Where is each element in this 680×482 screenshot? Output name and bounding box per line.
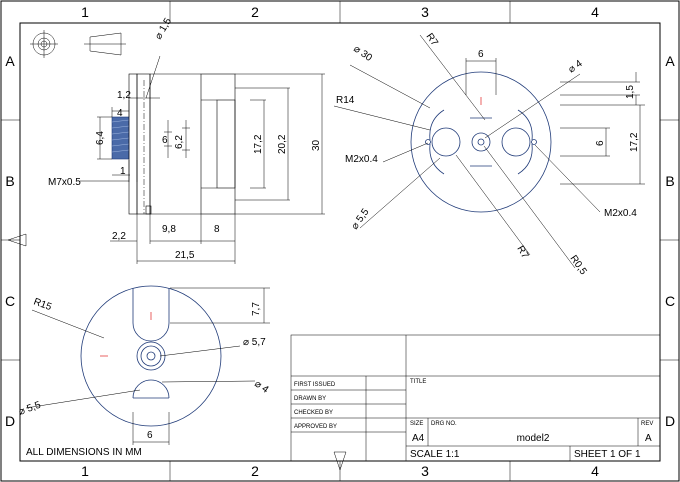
tb-checked-by: CHECKED BY — [294, 410, 333, 416]
dim-side-20-2: 20,2 — [277, 134, 288, 154]
zone-col-2-top: 2 — [251, 4, 259, 20]
dim-side-1: 1 — [120, 166, 126, 177]
dim-front-m2-left: M2x0.4 — [345, 154, 378, 165]
dim-side-6-4: 6,4 — [95, 131, 106, 145]
dim-front-m2-right: M2x0.4 — [604, 208, 637, 219]
dim-bottom-6: 6 — [147, 430, 153, 441]
dim-side-6: 6 — [162, 135, 168, 146]
zone-row-b-left: B — [5, 173, 14, 189]
units-note: ALL DIMENSIONS IN MM — [26, 447, 142, 458]
thread-hatch — [111, 116, 130, 160]
tb-rev-label: REV — [641, 421, 653, 427]
bottom-outer-circle — [80, 285, 222, 427]
dim-side-9-8: 9,8 — [162, 224, 176, 235]
zone-row-c-right: C — [665, 293, 675, 309]
zone-col-1-top: 1 — [81, 4, 89, 20]
dim-front-d4: ⌀ 4 — [566, 58, 584, 75]
dim-side-6-2: 6,2 — [174, 135, 185, 149]
dim-front-d30: ⌀ 30 — [351, 43, 374, 64]
side-view — [80, 55, 325, 264]
dim-front-1-5: 1,5 — [625, 85, 636, 99]
zone-col-3-bottom: 3 — [421, 463, 429, 479]
dim-front-6-right: 6 — [595, 140, 606, 146]
dim-side-21-5: 21,5 — [175, 250, 195, 261]
tb-approved-by: APPROVED BY — [294, 424, 337, 430]
dim-side-1-2: 1,2 — [117, 90, 131, 101]
tb-title-label: TITLE — [410, 379, 426, 385]
dim-side-17-2: 17,2 — [253, 134, 264, 154]
dim-bottom-d5-5: ⌀ 5,5 — [17, 400, 43, 418]
dim-front-r7-bottom: R7 — [514, 244, 530, 261]
front-view — [333, 34, 645, 269]
zone-col-1-bottom: 1 — [81, 463, 89, 479]
dim-front-r7-top: R7 — [424, 31, 441, 48]
dim-bottom-7-7: 7,7 — [251, 302, 262, 316]
centering-mark-left — [7, 233, 27, 247]
dim-front-d5-5: ⌀ 5,5 — [349, 206, 371, 231]
dim-side-m7: M7x0.5 — [48, 177, 81, 188]
zone-col-4-bottom: 4 — [591, 463, 599, 479]
zone-row-d-right: D — [665, 413, 675, 429]
dim-bottom-d4: ⌀ 4 — [252, 378, 270, 395]
zone-col-4-top: 4 — [591, 4, 599, 20]
zone-row-d-left: D — [5, 413, 15, 429]
tb-rev-value: A — [645, 433, 652, 444]
projection-symbol — [30, 30, 126, 58]
tb-drg-value: model2 — [517, 433, 550, 444]
dim-side-d1-5: ⌀ 1,5 — [153, 16, 174, 42]
tb-sheet: SHEET 1 OF 1 — [574, 449, 641, 460]
inner-frame — [19, 22, 661, 462]
dim-side-2-2: 2,2 — [112, 231, 126, 242]
dim-front-r14: R14 — [336, 95, 355, 106]
dim-side-30: 30 — [311, 139, 322, 151]
front-outer-circle — [410, 71, 552, 213]
zone-col-2-bottom: 2 — [251, 463, 259, 479]
title-block — [290, 334, 661, 462]
zone-col-3-top: 3 — [421, 4, 429, 20]
zone-row-b-right: B — [665, 173, 674, 189]
dim-bottom-d5-7: ⌀ 5,7 — [243, 337, 266, 348]
dim-bottom-r15: R15 — [32, 296, 53, 313]
tb-drg-label: DRG NO. — [431, 421, 457, 427]
dim-front-6: 6 — [478, 49, 484, 60]
zone-row-c-left: C — [5, 293, 15, 309]
zone-row-a-left: A — [5, 53, 15, 69]
zone-row-a-right: A — [665, 53, 675, 69]
dim-side-4: 4 — [117, 108, 123, 119]
dim-side-8: 8 — [214, 224, 220, 235]
tb-size-label: SIZE — [410, 421, 423, 427]
tb-drawn-by: DRAWN BY — [294, 396, 326, 402]
dim-front-17-2: 17,2 — [629, 132, 640, 152]
tb-first-issued: FIRST ISSUED — [294, 382, 336, 388]
bottom-view — [25, 285, 270, 445]
tb-size-value: A4 — [412, 433, 425, 444]
dim-front-r0-5: R0,5 — [568, 253, 589, 277]
tb-scale: SCALE 1:1 — [410, 449, 460, 460]
